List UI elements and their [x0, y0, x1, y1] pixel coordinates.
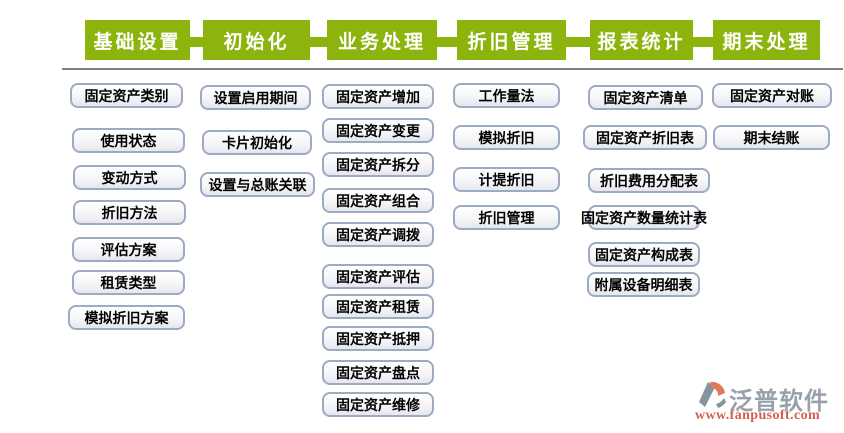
tab-connector [306, 37, 330, 47]
fixed-asset-list-button[interactable]: 固定资产清单 [588, 85, 703, 110]
fixed-asset-composition-table-button[interactable]: 固定资产构成表 [588, 242, 700, 267]
usage-status-button[interactable]: 使用状态 [72, 128, 185, 153]
tab-initialization[interactable]: 初始化 [203, 20, 310, 60]
tab-connector [562, 37, 593, 47]
period-end-closing-button[interactable]: 期末结账 [713, 125, 830, 150]
depreciation-expense-allocation-table-button[interactable]: 折旧费用分配表 [588, 168, 710, 193]
change-mode-button[interactable]: 变动方式 [73, 165, 186, 190]
fixed-asset-merge-button[interactable]: 固定资产组合 [322, 188, 434, 213]
fixed-asset-evaluate-button[interactable]: 固定资产评估 [322, 264, 434, 289]
depreciation-management-button[interactable]: 折旧管理 [453, 205, 560, 230]
brand-name: 泛普软件 [729, 388, 829, 415]
fixed-asset-repair-button[interactable]: 固定资产维修 [322, 392, 434, 417]
accrue-depreciation-button[interactable]: 计提折旧 [453, 167, 560, 192]
set-enable-period-button[interactable]: 设置启用期间 [200, 85, 311, 110]
tab-connector [186, 37, 206, 47]
fixed-asset-category-button[interactable]: 固定资产类别 [70, 83, 183, 108]
fixed-asset-transfer-button[interactable]: 固定资产调拨 [322, 222, 434, 247]
tab-period-end-processing[interactable]: 期末处理 [713, 20, 820, 60]
valuation-scheme-button[interactable]: 评估方案 [72, 237, 185, 262]
lease-type-button[interactable]: 租赁类型 [72, 270, 185, 295]
simulated-depreciation-button[interactable]: 模拟折旧 [453, 125, 560, 150]
fixed-asset-add-button[interactable]: 固定资产增加 [322, 84, 434, 109]
tab-depreciation-management[interactable]: 折旧管理 [457, 20, 566, 60]
depreciation-method-button[interactable]: 折旧方法 [73, 200, 186, 225]
tab-basic-settings[interactable]: 基础设置 [85, 20, 190, 60]
fixed-asset-inventory-button[interactable]: 固定资产盘点 [322, 360, 434, 385]
fixed-asset-depreciation-table-button[interactable]: 固定资产折旧表 [583, 125, 707, 150]
fixed-asset-lease-button[interactable]: 固定资产租赁 [322, 294, 434, 319]
card-initialization-button[interactable]: 卡片初始化 [202, 130, 312, 155]
fixed-asset-reconciliation-button[interactable]: 固定资产对账 [712, 83, 832, 108]
fixed-asset-mortgage-button[interactable]: 固定资产抵押 [322, 326, 434, 351]
link-general-ledger-button[interactable]: 设置与总账关联 [200, 172, 315, 197]
fixed-asset-split-button[interactable]: 固定资产拆分 [322, 152, 434, 177]
tab-connector [433, 37, 460, 47]
tab-business-processing[interactable]: 业务处理 [327, 20, 437, 60]
tab-connector [689, 37, 716, 47]
simulated-depreciation-scheme-button[interactable]: 模拟折旧方案 [68, 305, 185, 330]
workload-method-button[interactable]: 工作量法 [453, 83, 560, 108]
fixed-asset-change-button[interactable]: 固定资产变更 [322, 118, 434, 143]
auxiliary-equipment-detail-table-button[interactable]: 附属设备明细表 [587, 272, 700, 297]
tab-report-statistics[interactable]: 报表统计 [590, 20, 693, 60]
brand-url: www.fanpusoft.com [695, 408, 821, 423]
fixed-asset-quantity-stats-table-button[interactable]: 固定资产数量统计表 [581, 205, 707, 230]
header-divider [62, 68, 843, 70]
fanpu-logo-icon [699, 381, 726, 408]
